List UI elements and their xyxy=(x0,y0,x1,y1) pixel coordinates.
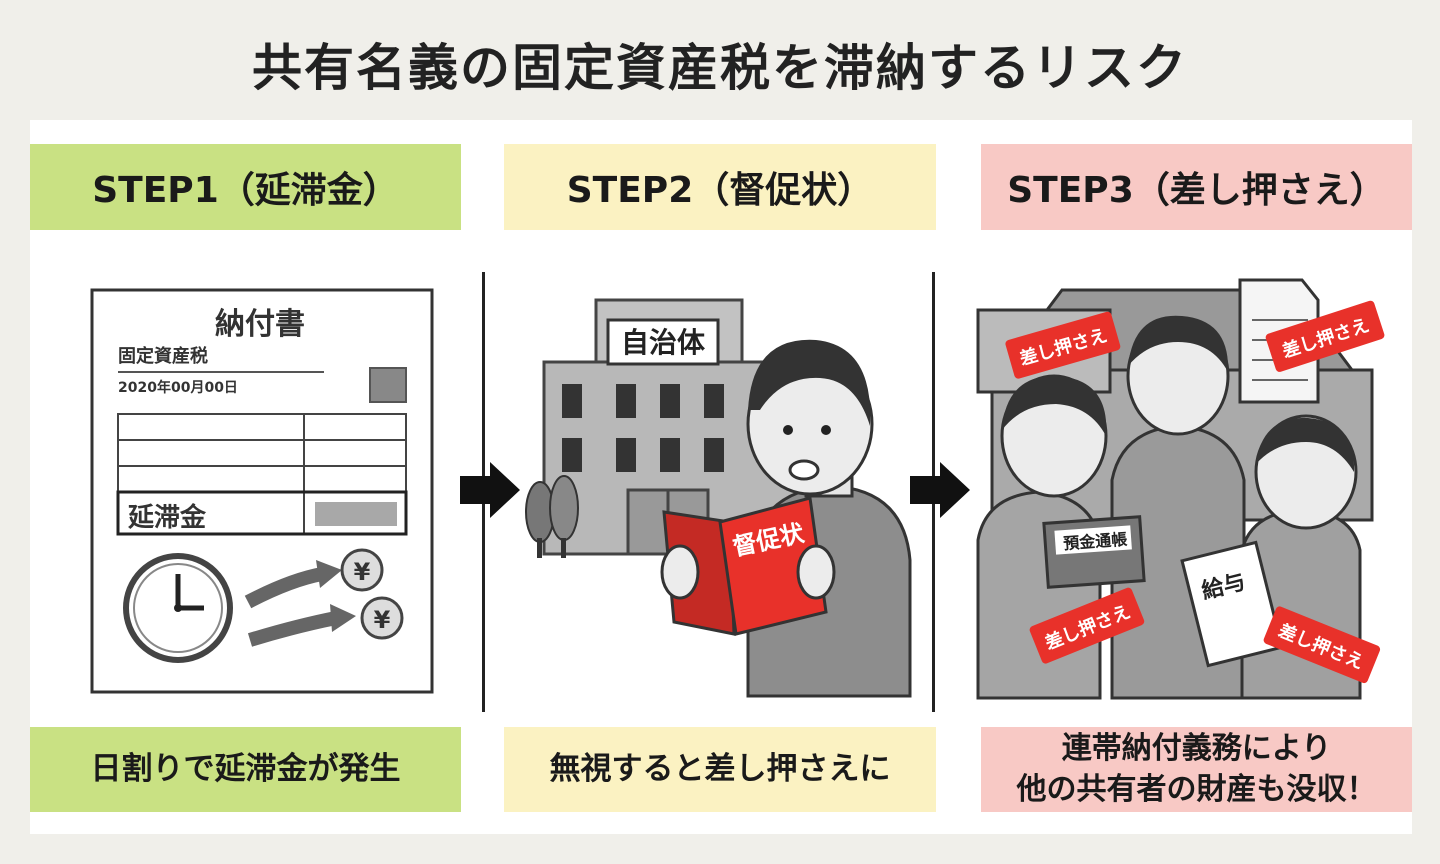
step1-header: STEP1（延滞金） xyxy=(30,144,461,230)
tree-icon xyxy=(525,475,579,558)
step3-caption: 連帯納付義務により 他の共有者の財産も没収！ xyxy=(981,727,1412,812)
step3-caption-line2: 他の共有者の財産も没収！ xyxy=(1016,771,1377,807)
page-title: 共有名義の固定資産税を滞納するリスク xyxy=(252,39,1188,97)
step1-caption: 日割りで延滞金が発生 xyxy=(30,727,461,812)
reminder-letter-icon: 督促状 xyxy=(660,496,836,636)
doc-subtitle: 固定資産税 xyxy=(118,345,208,367)
step3-illustration: 預金通帳 給与 差し押さえ 差し押さえ 差し押さえ 差し押さえ xyxy=(976,278,1385,700)
step2-header: STEP2（督促状） xyxy=(504,144,936,230)
step3-header: STEP3（差し押さえ） xyxy=(981,144,1412,230)
step1-illustration: 納付書 固定資産税 2020年00月00日 延滞金 ¥ ¥ xyxy=(90,288,434,694)
svg-text:¥: ¥ xyxy=(354,558,371,586)
doc-title: 納付書 xyxy=(215,307,305,342)
clock-icon xyxy=(123,553,233,663)
step3-caption-line1: 連帯納付義務により xyxy=(1061,731,1332,766)
svg-text:¥: ¥ xyxy=(374,606,391,634)
salary-slip-icon: 給与 xyxy=(1180,540,1284,668)
bankbook-label: 預金通帳 xyxy=(1063,530,1128,553)
yen-coin-icon: ¥ ¥ xyxy=(340,548,404,640)
bankbook-icon: 預金通帳 xyxy=(1042,515,1146,589)
increase-arrow-icon xyxy=(244,560,356,647)
step2-caption: 無視すると差し押さえに xyxy=(504,727,936,812)
arrow-right-icon xyxy=(910,462,970,518)
arrow-right-icon xyxy=(460,462,520,518)
building-sign: 自治体 xyxy=(621,326,706,359)
overdue-row-label: 延滞金 xyxy=(127,502,207,533)
step2-illustration: 自治体 督促状 xyxy=(525,298,912,698)
doc-date: 2020年00月00日 xyxy=(118,379,238,396)
